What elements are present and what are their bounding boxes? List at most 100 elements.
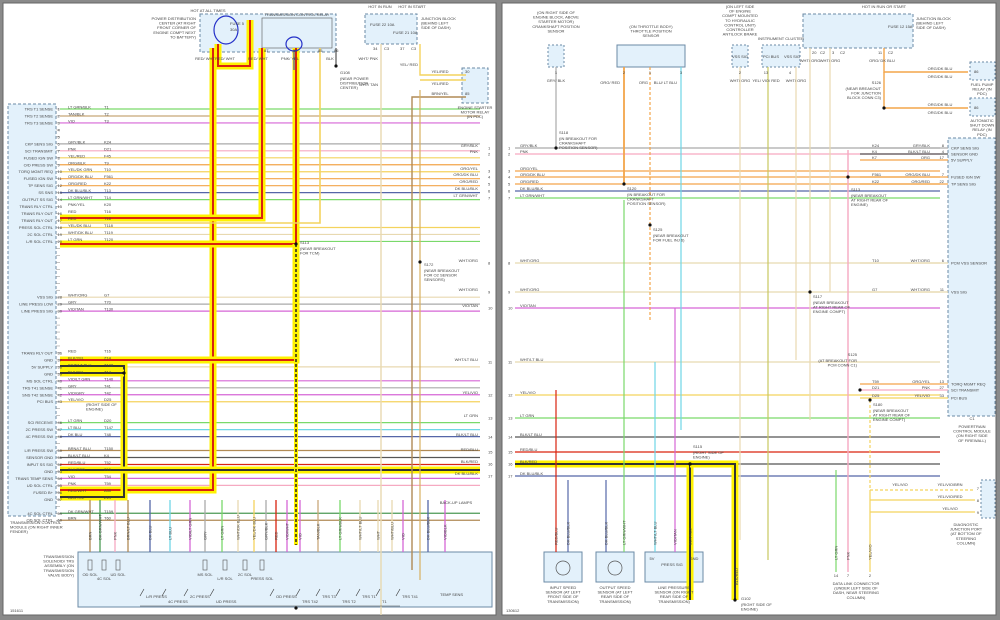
line-press-pin-label: 5V	[650, 556, 655, 561]
tcm-circuit-id: T59	[104, 481, 112, 486]
tps-wire-label: ORG/ RED	[600, 80, 620, 85]
pressure-switch-icon	[335, 588, 341, 597]
asd-relay[interactable]	[969, 97, 996, 117]
transmission-solenoid-assembly[interactable]	[77, 551, 493, 608]
solenoid-wire-label: VIO/BLK	[443, 524, 448, 540]
splice-s125[interactable]	[858, 388, 862, 392]
pcm-pin-function: VSS SIG	[951, 290, 967, 295]
offpage-wire-label: DK BLU/BLK	[455, 471, 478, 476]
tcm-wire-color: RED	[68, 348, 77, 353]
tcm-wire-color: GRY	[68, 300, 77, 305]
ground-g102-trace	[690, 463, 736, 600]
fuel-pump-relay[interactable]	[969, 61, 996, 81]
solenoid-wire-label: PNK	[113, 531, 118, 540]
splice-s113[interactable]	[846, 175, 850, 179]
solenoid-ground[interactable]	[294, 606, 298, 610]
output-speed-sensor[interactable]	[595, 551, 635, 583]
ground-id-label: G102	[741, 596, 752, 601]
tcm-pin-function: FUSED B+	[33, 490, 53, 495]
pcm-pin-function: PCM VSS SENSOR	[951, 261, 987, 266]
solenoid-wire-label: GRY	[203, 531, 208, 540]
instrument-cluster-label: INSTRUMENT CLUSTER	[758, 36, 804, 41]
splice-s117[interactable]	[808, 290, 812, 294]
ground-g102[interactable]	[733, 598, 737, 602]
offpage-wire-label: WHT/ORG	[520, 287, 539, 292]
solenoid-wire-label: RED	[274, 531, 279, 540]
splice-s153[interactable]	[122, 371, 126, 375]
offpage-wire-label: ORG/RED	[520, 179, 539, 184]
pressure-switch-label: TRS T1	[362, 594, 376, 599]
offpage-wire-label: DK BLU/BLK	[455, 186, 478, 191]
pressure-switch-icon	[139, 588, 145, 597]
tcm-pin-number: 15	[58, 204, 63, 209]
throttle-position-sensor[interactable]	[616, 44, 686, 68]
offpage-wire-label: DK BLU/BLK	[520, 471, 543, 476]
solenoid-coil-icon	[259, 559, 265, 571]
asd-wire-label: ORG/DK BLU	[928, 102, 953, 107]
ground-g108[interactable]	[334, 64, 338, 68]
instrument-cluster[interactable]	[761, 44, 801, 68]
tcm-circuit-id: K4	[104, 453, 110, 458]
splice-s113[interactable]	[294, 242, 298, 246]
tcm-wire-color: BLK/RED	[68, 467, 85, 472]
pcm-module[interactable]	[947, 137, 996, 417]
tcm-circuit-id: D20	[104, 418, 112, 423]
tps-wire-label: ORG	[639, 80, 648, 85]
engine-starter-motor-relay[interactable]	[461, 67, 489, 104]
splice-s172[interactable]	[418, 260, 422, 264]
tcm-pin-number: 11	[58, 176, 63, 181]
offpage-wire-label: LT GRN/WHT	[453, 193, 478, 198]
fpr-wire-label: ORG/DK BLU	[928, 66, 953, 71]
tcm-pin-number: 53	[58, 469, 63, 474]
pressure-switch-icon	[355, 588, 361, 597]
offpage-ref-number: 5	[488, 182, 491, 187]
tcm-circuit-id: T3	[104, 118, 109, 123]
tcm-wire-color: RED	[68, 216, 77, 221]
input-speed-sensor[interactable]	[543, 551, 583, 583]
solenoid-wire-label: LT BLU	[168, 527, 173, 540]
pcm-wire-label: ORG/RED	[911, 179, 930, 184]
pressure-switch-label: OD PRESS	[276, 594, 297, 599]
crankshaft-position-sensor[interactable]	[547, 44, 565, 68]
tcm-wire-color: WHT/LT BLU	[68, 362, 92, 367]
solenoid-wire-label: VIO/WHT	[285, 522, 290, 540]
splice-s180[interactable]	[868, 398, 872, 402]
junction-block-left[interactable]	[364, 13, 418, 45]
tcm-wire-color: GRY	[68, 383, 77, 388]
tcm-circuit-id: F45	[104, 153, 112, 158]
diagnostic-junction-port[interactable]	[980, 479, 996, 519]
offpage-wire-label: GRY/BLK	[461, 143, 479, 148]
tcm-pin-number: 6	[58, 141, 61, 146]
splice-s126[interactable]	[882, 106, 886, 110]
pressure-switch-label: UD PRESS	[216, 599, 237, 604]
power-distribution-center[interactable]	[199, 13, 337, 53]
pressure-switch-icon	[161, 588, 167, 597]
tcm-module[interactable]	[7, 103, 57, 517]
tcm-pin-function: TRS T2 SENSE	[25, 113, 54, 118]
junction-block-right[interactable]	[802, 13, 914, 49]
tcm-pin-number: 36	[58, 350, 63, 355]
splice-s118[interactable]	[554, 146, 558, 150]
tcm-pin-number: 48	[58, 434, 63, 439]
tcm-circuit-id: T70	[104, 300, 112, 305]
tcm-pin-function: INPUT SS SIG	[27, 462, 53, 467]
splice-s125[interactable]	[648, 223, 652, 227]
page-code: 130612	[506, 608, 520, 613]
tcm-wire-color: LT GRN	[68, 237, 82, 242]
offpage-ref-number: 7	[488, 196, 491, 201]
tcm-circuit-id: A30	[104, 488, 112, 493]
offpage-ref-number: 4	[488, 175, 491, 180]
tcm-pin-function: SENSOR GND	[26, 455, 53, 460]
offpage-ref-number: 8	[488, 261, 491, 266]
tcm-circuit-id: T16	[104, 348, 112, 353]
splice-s120[interactable]	[622, 182, 626, 186]
splice-s115[interactable]	[688, 462, 692, 466]
